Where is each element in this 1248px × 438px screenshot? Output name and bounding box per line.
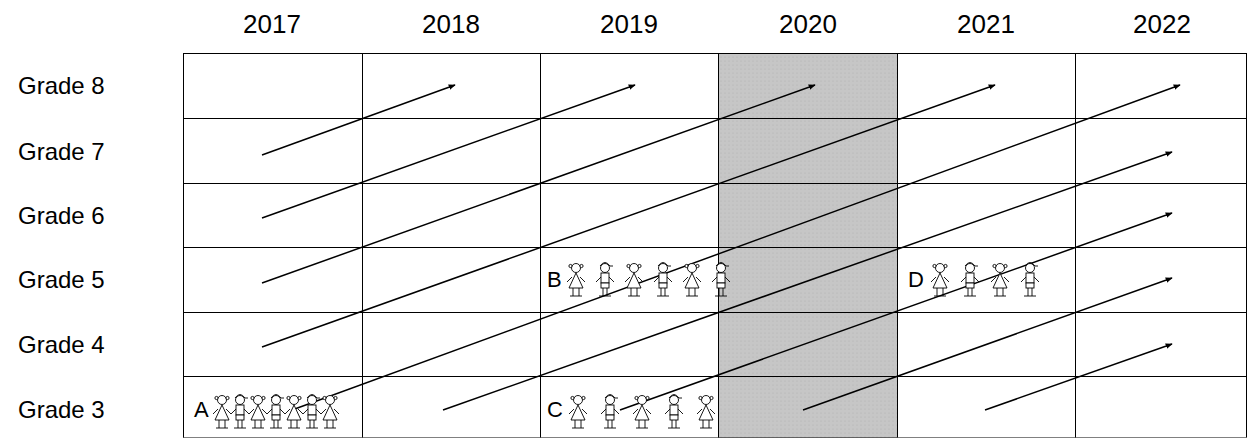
girl-figure bbox=[625, 264, 643, 297]
girl-figure bbox=[213, 396, 231, 429]
cohort-arrow bbox=[262, 85, 995, 347]
girl-figure bbox=[931, 264, 949, 297]
cohort-arrow bbox=[803, 278, 1172, 410]
grid-line bbox=[362, 53, 363, 438]
cohort-letter: D bbox=[908, 269, 924, 291]
year-header: 2020 bbox=[779, 11, 837, 37]
grade-label: Grade 3 bbox=[18, 398, 105, 422]
grade-label: Grade 6 bbox=[18, 204, 105, 228]
boy-figure bbox=[712, 263, 730, 297]
year-header: 2019 bbox=[600, 11, 658, 37]
student-figures bbox=[213, 263, 1039, 429]
grid-line bbox=[718, 53, 719, 438]
cohort-letter: C bbox=[547, 399, 563, 421]
cohort-arrow bbox=[443, 152, 1172, 410]
table-grid bbox=[183, 53, 1247, 438]
grade-label: Grade 7 bbox=[18, 140, 105, 164]
boy-figure bbox=[231, 395, 249, 429]
cohort-letter: A bbox=[194, 399, 209, 421]
year-header: 2021 bbox=[957, 11, 1015, 37]
grid-line bbox=[897, 53, 898, 438]
grid-line bbox=[183, 53, 184, 438]
girl-figure bbox=[569, 396, 587, 429]
cohort-arrow bbox=[262, 85, 635, 218]
girl-figure bbox=[697, 396, 715, 429]
cohort-letter: B bbox=[547, 269, 562, 291]
cohort-arrow bbox=[262, 85, 815, 283]
cohort-arrow bbox=[620, 213, 1172, 410]
girl-figure bbox=[249, 396, 267, 429]
girl-figure bbox=[567, 264, 585, 297]
year-header: 2017 bbox=[243, 11, 301, 37]
girl-figure bbox=[683, 264, 701, 297]
girl-figure bbox=[633, 396, 651, 429]
grid-line bbox=[183, 247, 1247, 248]
boy-figure bbox=[665, 395, 683, 429]
girl-figure bbox=[321, 396, 339, 429]
grid-line bbox=[183, 312, 1247, 313]
boy-figure bbox=[267, 395, 285, 429]
cohort-arrow bbox=[292, 85, 1180, 410]
grid-line bbox=[1246, 53, 1247, 438]
grade-label: Grade 4 bbox=[18, 333, 105, 357]
cohort-arrow bbox=[985, 344, 1172, 410]
grid-line bbox=[183, 183, 1247, 184]
girl-figure bbox=[285, 396, 303, 429]
grade-label: Grade 5 bbox=[18, 268, 105, 292]
grid-line bbox=[1075, 53, 1076, 438]
grid-line bbox=[183, 53, 1247, 54]
year-header: 2018 bbox=[422, 11, 480, 37]
boy-figure bbox=[596, 263, 614, 297]
boy-figure bbox=[601, 395, 619, 429]
boy-figure bbox=[654, 263, 672, 297]
boy-figure bbox=[961, 263, 979, 297]
year-header: 2022 bbox=[1133, 11, 1191, 37]
boy-figure bbox=[1021, 263, 1039, 297]
boy-figure bbox=[303, 395, 321, 429]
cohort-arrow bbox=[262, 85, 455, 155]
cohort-arrows bbox=[262, 85, 1180, 410]
girl-figure bbox=[991, 264, 1009, 297]
grid-line bbox=[540, 53, 541, 438]
grade-label: Grade 8 bbox=[18, 74, 105, 98]
